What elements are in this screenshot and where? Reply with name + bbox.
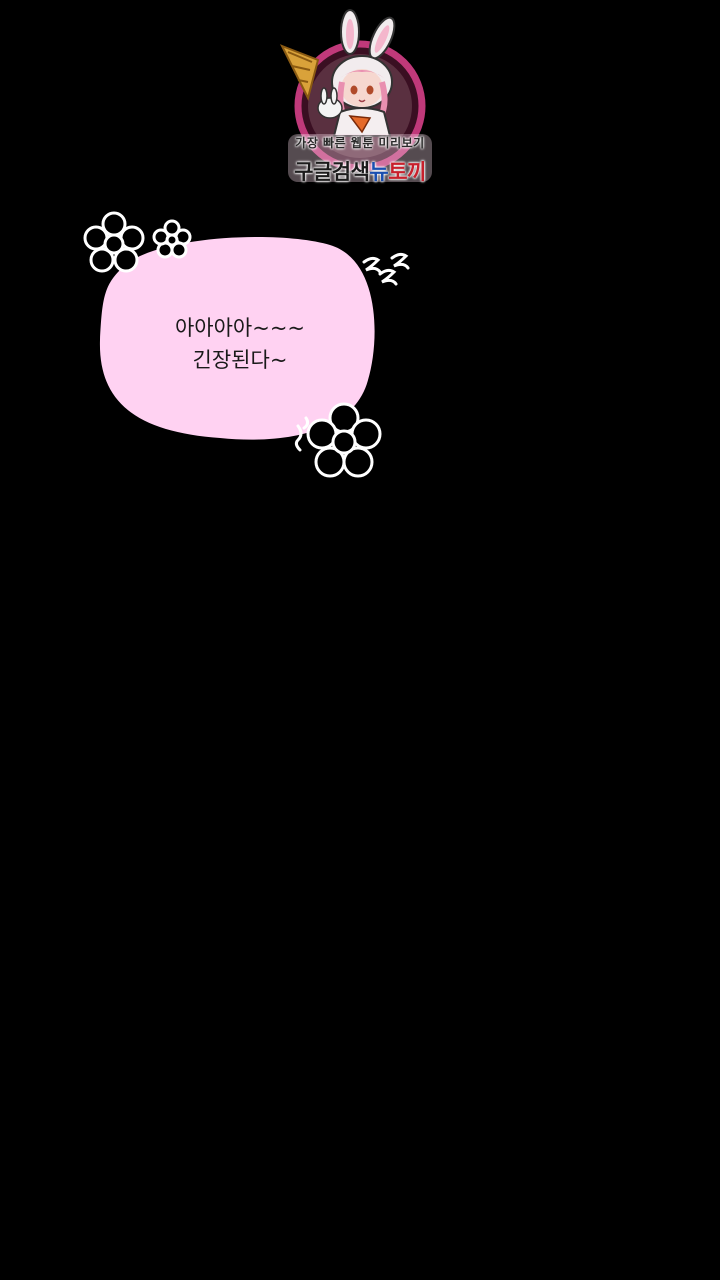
watermark-logo: 가장 빠른 웹툰 미리보기 구글검색뉴토끼 xyxy=(278,8,442,190)
flower-doodle-icon xyxy=(152,219,192,259)
flower-doodle-icon xyxy=(83,211,145,273)
watermark-brand: 구글검색뉴토끼 xyxy=(278,156,442,186)
speech-bubble-text: 아아아아~~~ 긴장된다~ xyxy=(100,312,380,376)
speech-line-1: 아아아아~~~ xyxy=(174,316,306,340)
flower-doodle-icon xyxy=(306,402,382,478)
watermark-brand-part3: 토끼 xyxy=(388,160,426,184)
watermark-brand-part1: 구글검색 xyxy=(294,160,370,184)
watermark-tagline: 가장 빠른 웹툰 미리보기 xyxy=(295,136,425,150)
watermark-brand-part2: 뉴 xyxy=(369,160,389,184)
bunny-mascot-icon xyxy=(279,9,432,182)
speech-line-2: 긴장된다~ xyxy=(192,348,288,372)
squiggle-doodle-icon xyxy=(294,416,310,452)
speech-bubble-shape xyxy=(83,211,410,478)
squiggle-doodle-icon xyxy=(362,252,410,286)
